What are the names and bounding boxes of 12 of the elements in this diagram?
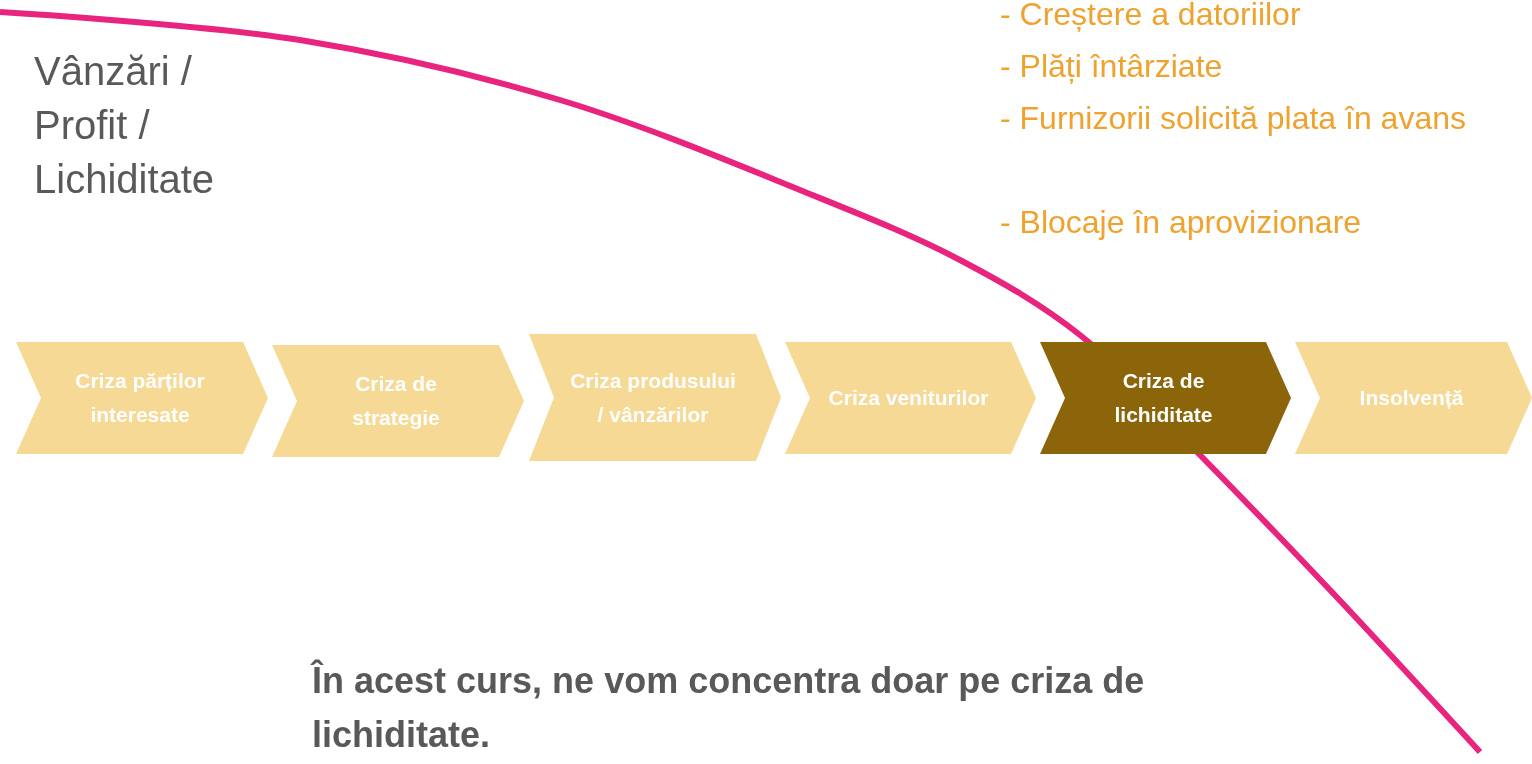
axis-label: Vânzări / Profit / Lichiditate [34,48,216,203]
stage-label: Criza veniturilor [828,385,989,411]
stage-label: Insolvență [1359,385,1464,411]
list-item: - Creștere a datoriilor [1000,0,1302,34]
list-item: - Plăți întârziate [1000,47,1224,86]
list-item: - Blocaje în aprovizionare [1000,203,1363,242]
list-item: - Furnizorii solicită plata în avans [1000,99,1467,138]
stage-label: Criza produsului / vânzărilor [569,367,737,428]
stage-label: Criza părților interesate [74,368,206,428]
stage-label: Criza de strategie [351,371,441,431]
stage-label: Criza de lichiditate [1113,368,1214,428]
note-text: În acest curs, ne vom concentra doar pe criza de lichiditate. [312,658,1146,757]
